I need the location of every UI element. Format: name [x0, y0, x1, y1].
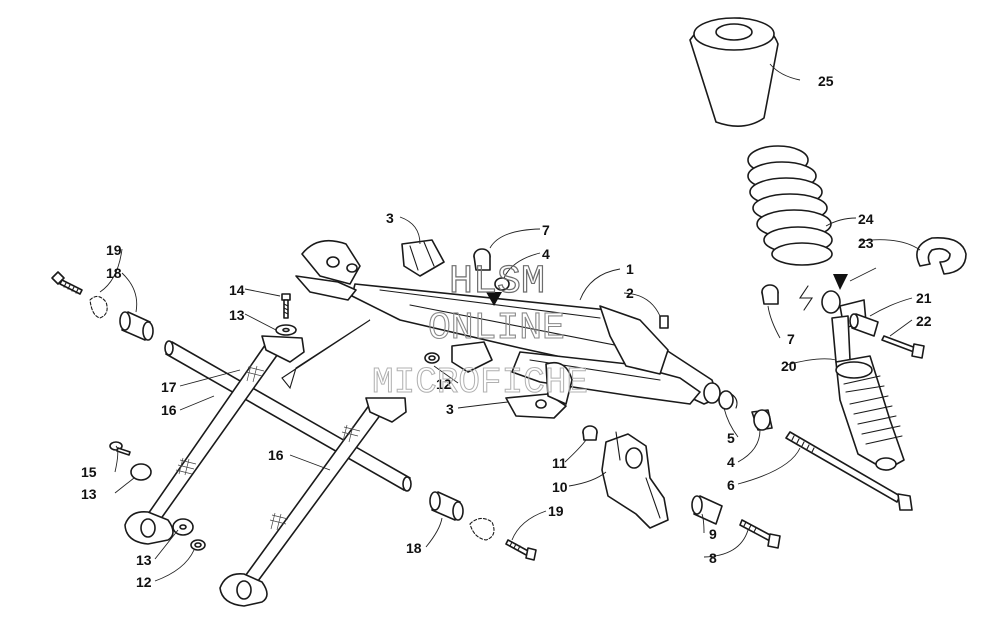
mount-bracket-10: [601, 431, 669, 529]
screw-14: [281, 293, 291, 319]
callout-24: 24: [858, 211, 874, 227]
watermark-line-1: HLSM: [449, 260, 545, 305]
arm-end-cap-upper: [295, 239, 361, 301]
callout-17: 17: [161, 379, 177, 395]
callout-25: 25: [818, 73, 834, 89]
nut-11: [582, 425, 598, 441]
callout-20: 20: [781, 358, 797, 374]
coil-spring: [747, 145, 833, 266]
callout-7-upper: 7: [542, 222, 550, 238]
callout-18-upper: 18: [106, 265, 122, 281]
callout-12-upper: 12: [436, 376, 452, 392]
pin-2: [659, 315, 669, 329]
callout-labels: 19 18 14 13 17 16 15 13 13 12 16 3 12 3 …: [81, 73, 932, 590]
shock-boot: [689, 17, 779, 127]
callout-11: 11: [552, 455, 567, 471]
spacer-9: [691, 495, 723, 525]
bolt-lower: [469, 517, 537, 561]
callout-5: 5: [727, 430, 735, 446]
callout-2: 2: [626, 285, 634, 301]
left-rear-arm: [124, 335, 305, 545]
slider-block-lower: [451, 341, 493, 373]
bolt-8: [739, 519, 781, 549]
callout-4-upper: 4: [542, 246, 550, 262]
callout-14: 14: [229, 282, 245, 298]
callout-10: 10: [552, 479, 568, 495]
washer-13-upper: [275, 324, 297, 336]
screw-15: [109, 441, 131, 456]
bolt-upper: [51, 271, 108, 319]
callout-13-upper: 13: [229, 307, 245, 323]
washer-4-right: [751, 409, 773, 431]
stop-7-right: [761, 284, 779, 305]
nut-12-upper: [424, 352, 440, 364]
callout-19-upper: 19: [106, 242, 122, 258]
callout-12-lower: 12: [136, 574, 152, 590]
callout-7-right: 7: [787, 331, 795, 347]
leader-lines: [99, 63, 921, 582]
callout-9: 9: [709, 526, 717, 542]
slider-block-3: [401, 239, 445, 277]
washer-13-left: [130, 463, 152, 481]
washer-13-lower: [172, 518, 194, 536]
bushing-5: [718, 390, 734, 410]
callout-6: 6: [727, 477, 735, 493]
long-bolt-6: [785, 431, 913, 511]
callout-1: 1: [626, 261, 634, 277]
shock-sleeve-21: [849, 313, 879, 337]
callout-23: 23: [858, 235, 874, 251]
arm-end-cap-lower: [505, 361, 573, 419]
watermark-line-2: ONLINE: [428, 307, 565, 350]
callout-4-right: 4: [727, 454, 735, 470]
watermark: HLSM ONLINE MICROFICHE: [372, 259, 589, 403]
bushing-lower: [429, 491, 464, 521]
callout-19-lower: 19: [548, 503, 564, 519]
callout-16-right: 16: [268, 447, 284, 463]
callout-15: 15: [81, 464, 97, 480]
callout-22: 22: [916, 313, 932, 329]
callout-3-upper: 3: [386, 210, 394, 226]
callout-8: 8: [709, 550, 717, 566]
callout-18-lower: 18: [406, 540, 422, 556]
callout-13-left: 13: [81, 486, 97, 502]
callout-3-lower: 3: [446, 401, 454, 417]
spring-retainer: [916, 237, 967, 275]
watermark-line-3: MICROFICHE: [372, 362, 588, 403]
nut-12-lower: [190, 539, 206, 551]
washer-4-upper: [494, 277, 510, 291]
callout-21: 21: [916, 290, 932, 306]
bolt-22: [881, 335, 925, 359]
callout-16-left: 16: [161, 402, 177, 418]
right-rear-arm: [219, 397, 407, 607]
stop-7-upper: [473, 248, 491, 271]
bushing-upper: [119, 311, 154, 341]
callout-13-lower: 13: [136, 552, 152, 568]
